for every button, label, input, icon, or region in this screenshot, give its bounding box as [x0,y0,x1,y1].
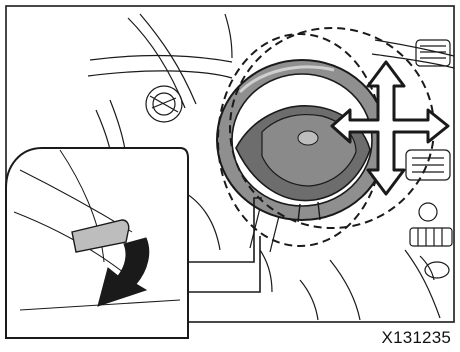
lock-lever-inset [6,148,188,338]
steering-wheel [217,60,387,222]
figure-code: X131235 [382,328,451,348]
horn-emblem [298,131,318,145]
